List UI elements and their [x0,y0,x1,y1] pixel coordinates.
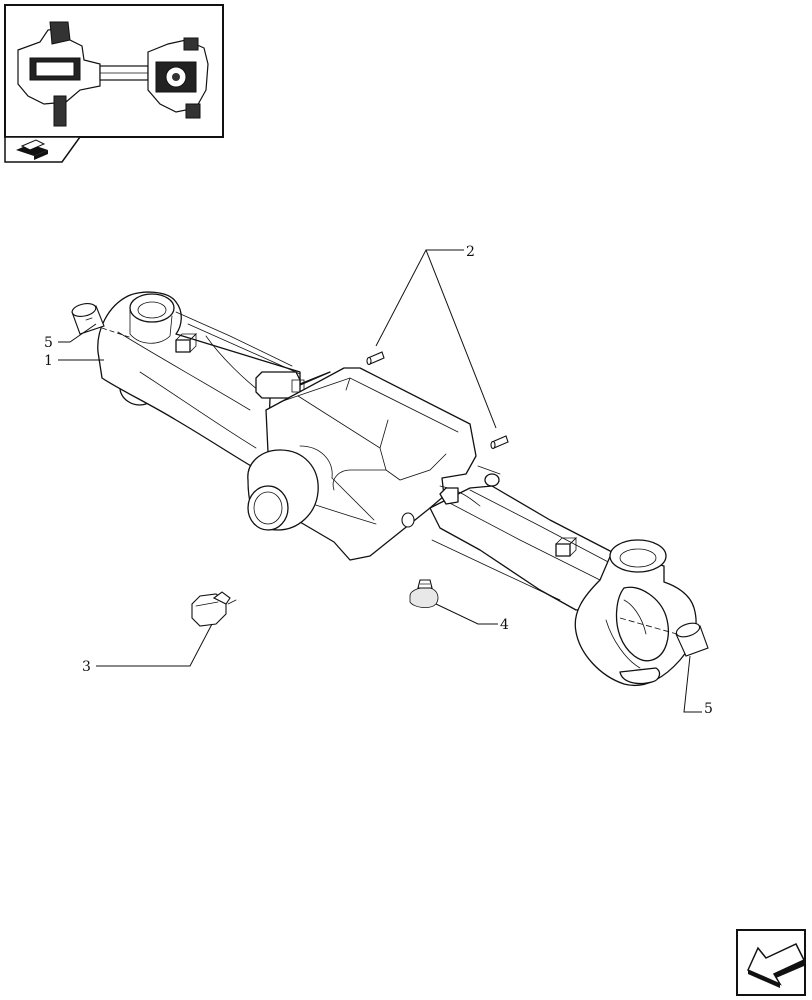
bushing-left-part [71,303,105,335]
callout-5-left: 5 [44,323,97,351]
callout-2: 2 [375,244,497,429]
callout-5-right-label: 5 [704,701,713,717]
callout-1-label: 1 [44,353,53,369]
callout-5-left-label: 5 [44,335,53,351]
back-arrow-icon [747,943,806,988]
thumbnail-panel[interactable] [4,4,224,138]
callout-1: 1 [44,353,104,369]
callout-4: 4 [435,603,509,633]
drain-plug-part [191,591,237,627]
book-tab[interactable] [4,136,82,163]
callout-2-label: 2 [466,244,475,260]
filler-plug-part [409,579,439,608]
callout-5-right: 5 [683,655,713,717]
dowel-pin-lower [490,435,509,450]
thumbnail-axle-assembly-icon [17,21,209,127]
bushing-right-part [675,622,709,657]
dowel-pin-upper [366,351,385,366]
callout-3: 3 [82,623,213,675]
callout-3-label: 3 [82,659,91,675]
back-arrow-button[interactable] [736,929,806,996]
axle-housing-drawing [97,291,697,686]
callout-4-label: 4 [500,617,509,633]
book-icon [16,139,48,160]
